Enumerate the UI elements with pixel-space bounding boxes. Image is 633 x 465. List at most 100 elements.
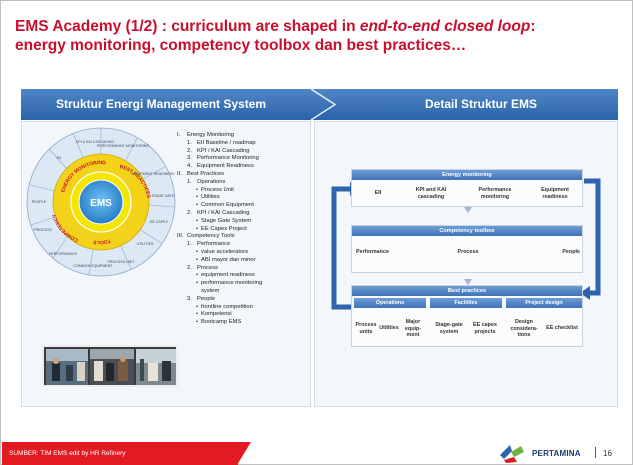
outline-text: Performance Monitoring [197,155,259,162]
outline-marker: • [196,319,199,326]
photo-classroom-1 [46,349,88,385]
outline-text: Common Equipment [201,202,254,209]
bp-operations-major-equipment: Major equip-ment [404,319,422,339]
title-line1-suffix: : [530,18,536,35]
outer-label-ee-capex: EE CAPEX [150,220,169,224]
bp-group-project-design-header: Project design [506,298,582,308]
outline-marker: 2. [187,147,192,154]
outline-text: system [201,287,220,294]
bp-project-design-considerations: Design considera-tions [510,319,538,339]
ems-wheel-diagram: ENERGY MONITORING BEST PRACTICES COMPETE… [26,127,176,277]
title-line1-prefix: EMS Academy (1/2) : curriculum are shape… [15,18,360,35]
outline-item: •Stage Gate System [177,218,307,226]
outline-marker: • [196,186,199,193]
outline-text: Competency Tools [187,233,235,240]
competency-toolbox-header: Competency toolbox [352,226,582,236]
outer-label-kpi: KPI & KAI CASCADING [76,140,115,144]
chevron-divider-icon [310,89,337,120]
outer-label-process-unit: PROCESS UNIT [108,260,136,264]
outline-item: 2. KPI / KAI Cascading [177,148,307,156]
outline-item: •Utilities [177,194,307,202]
outer-label-utilities: UTILITIES [137,242,154,246]
photo-strip [42,345,178,387]
brand-name: PERTAMINA [532,449,581,458]
wheel-center-label: EMS [90,198,112,209]
outline-item: •frontline competition [177,304,307,312]
outline-text: KPI / KAI Cascading [197,147,250,154]
outline-marker: • [196,272,199,279]
outline-text: Stage Gate System [201,217,252,224]
slide-title: EMS Academy (1/2) : curriculum are shape… [15,17,615,55]
outline-text: Kompetensi [201,311,232,318]
source-note: SUMBER: TIM EMS edit by HR Refinery [9,450,126,457]
photo-plant-site [136,349,176,385]
outline-text: Process Unit [201,186,234,193]
bp-group-facilities-header: Facilities [430,298,502,308]
outline-marker: I. [177,132,181,138]
outline-text: Equipment Readiness [197,163,254,170]
outline-item: •Bootcamp EMS [177,319,307,327]
best-practices-header: Best practices [352,286,582,296]
outline-marker: III. [177,233,184,240]
outline-marker: II. [177,170,182,177]
banner-right-label: Detail Struktur EMS [425,97,538,111]
outline-text: People [197,295,216,302]
photo-classroom-2 [90,349,134,385]
outline-item: 4.Equipment Readiness [177,163,307,171]
outline-text: Process [197,264,218,271]
bp-group-operations-header: Operations [354,298,426,308]
outline-item: •Common Equipment [177,202,307,210]
page-number: 16 [603,449,612,458]
em-item-equipment: Equipment readiness [541,187,569,200]
outer-label-people: PEOPLE [32,200,47,204]
outline-text: Performance [197,241,231,248]
banner-left-label: Struktur Energi Management System [56,97,267,111]
outline-item: •equipment readiness [177,272,307,280]
outline-item: •Process Unit [177,187,307,195]
competency-toolbox-box: Competency toolbox Performance Process P… [351,225,583,273]
best-practices-box: Best practices Operations Process units … [351,285,583,347]
outline-text: ABI mayor dan minor [201,256,256,263]
outline-item: 2. Process [177,265,307,273]
outline-text: Bootcamp EMS [201,319,242,326]
outer-label-stage-gate: STAGE GATE [152,194,175,198]
outline-item: 1. EII Baseline / roadmap [177,140,307,148]
outline-marker: • [196,217,199,224]
em-item-eii: EII [374,190,382,196]
outline-marker: 3. [187,295,192,302]
section-banner: Struktur Energi Management System Detail… [21,89,618,120]
bp-facilities-ee-capex: EE capex projects [473,322,497,335]
outline-item: 2.KPI / KAI Cascading [177,210,307,218]
title-line2: energy monitoring, competency toolbox da… [15,37,467,54]
outer-label-common-equipment: COMMON EQUIPMENT [73,264,113,268]
outline-marker: • [196,225,199,232]
outline-item: •ABI mayor dan minor [177,257,307,265]
outline-item: 1.Performance [177,241,307,249]
outline-marker: • [196,202,199,209]
outline-item: 3.Performance Monitoring [177,155,307,163]
footer-wedge [237,442,251,465]
outline-marker: • [196,248,199,255]
outline-item: 3. People [177,296,307,304]
outline-text: Utilities [201,194,220,201]
outline-marker: 1. [187,178,192,185]
outline-marker: 1. [187,139,192,146]
energy-monitoring-box: Energy monitoring EII KPI and KAI cascad… [351,169,583,207]
em-item-performance: Performance monitoring [478,187,512,200]
bp-facilities-stage-gate: Stage-gate system [435,322,463,335]
outline-marker: • [196,256,199,263]
outline-marker: • [196,194,199,201]
footer-bar [2,442,238,465]
outline-marker: 2. [187,264,192,271]
outline-text: EE Capex Project [201,225,247,232]
outer-label-equipment-readiness: EQUIPMENT READINESS [131,172,175,176]
outline-text: EII Baseline / roadmap [197,139,256,146]
pertamina-logo-icon [500,445,524,463]
outline-text: Energy Monitoring [187,132,235,138]
bp-project-design-ee-checklist: EE checklist [546,325,578,331]
outline-item: 1.Operations [177,179,307,187]
outline-item: •Kompetensi [177,311,307,319]
outer-label-performance: PERFORMANCE [49,252,78,256]
